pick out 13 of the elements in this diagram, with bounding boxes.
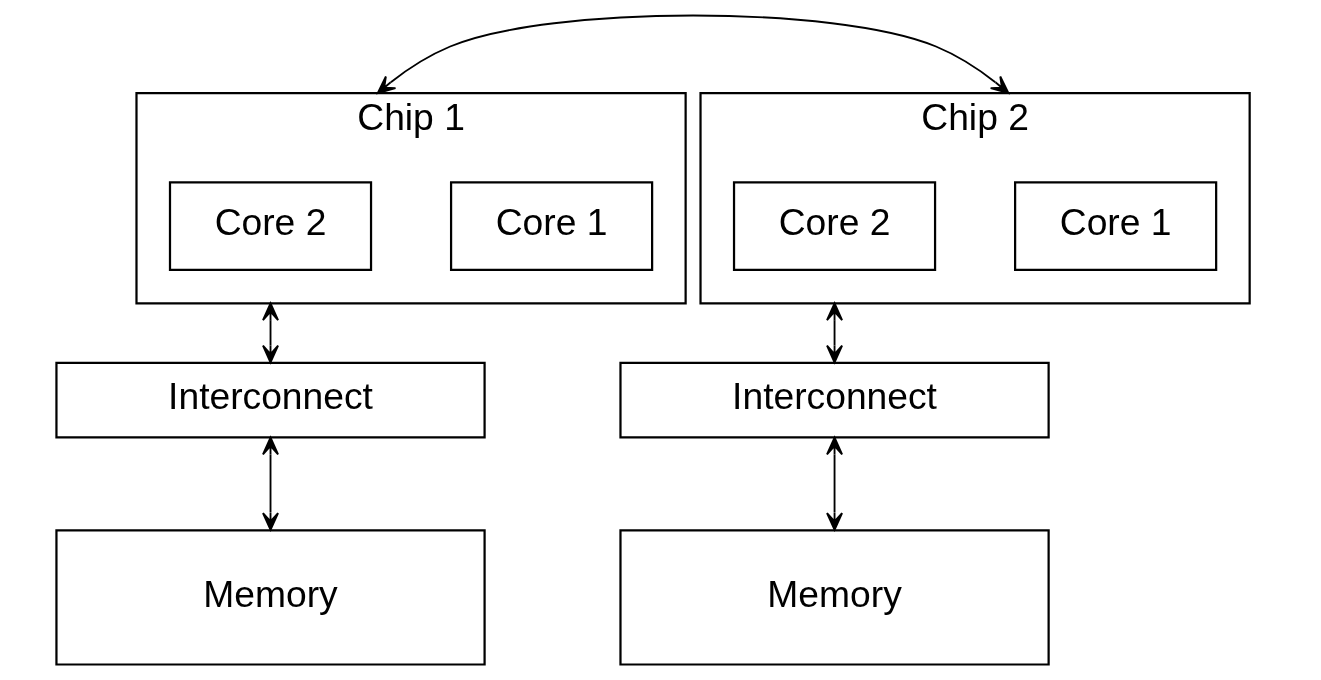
arrow xyxy=(826,436,843,531)
node-box: Interconnect xyxy=(55,361,486,439)
arrow xyxy=(262,302,279,364)
node-box: Core 1 xyxy=(449,181,654,271)
node-box: Memory xyxy=(619,529,1050,666)
node-box: Core 2 xyxy=(168,181,373,271)
arrow xyxy=(262,436,279,531)
arrow xyxy=(376,14,1010,94)
node-box: Memory xyxy=(55,529,486,666)
node-box: Interconnect xyxy=(619,361,1050,439)
arrow xyxy=(826,302,843,364)
node-box: Core 1 xyxy=(1014,181,1218,271)
node-box: Core 2 xyxy=(732,181,937,271)
